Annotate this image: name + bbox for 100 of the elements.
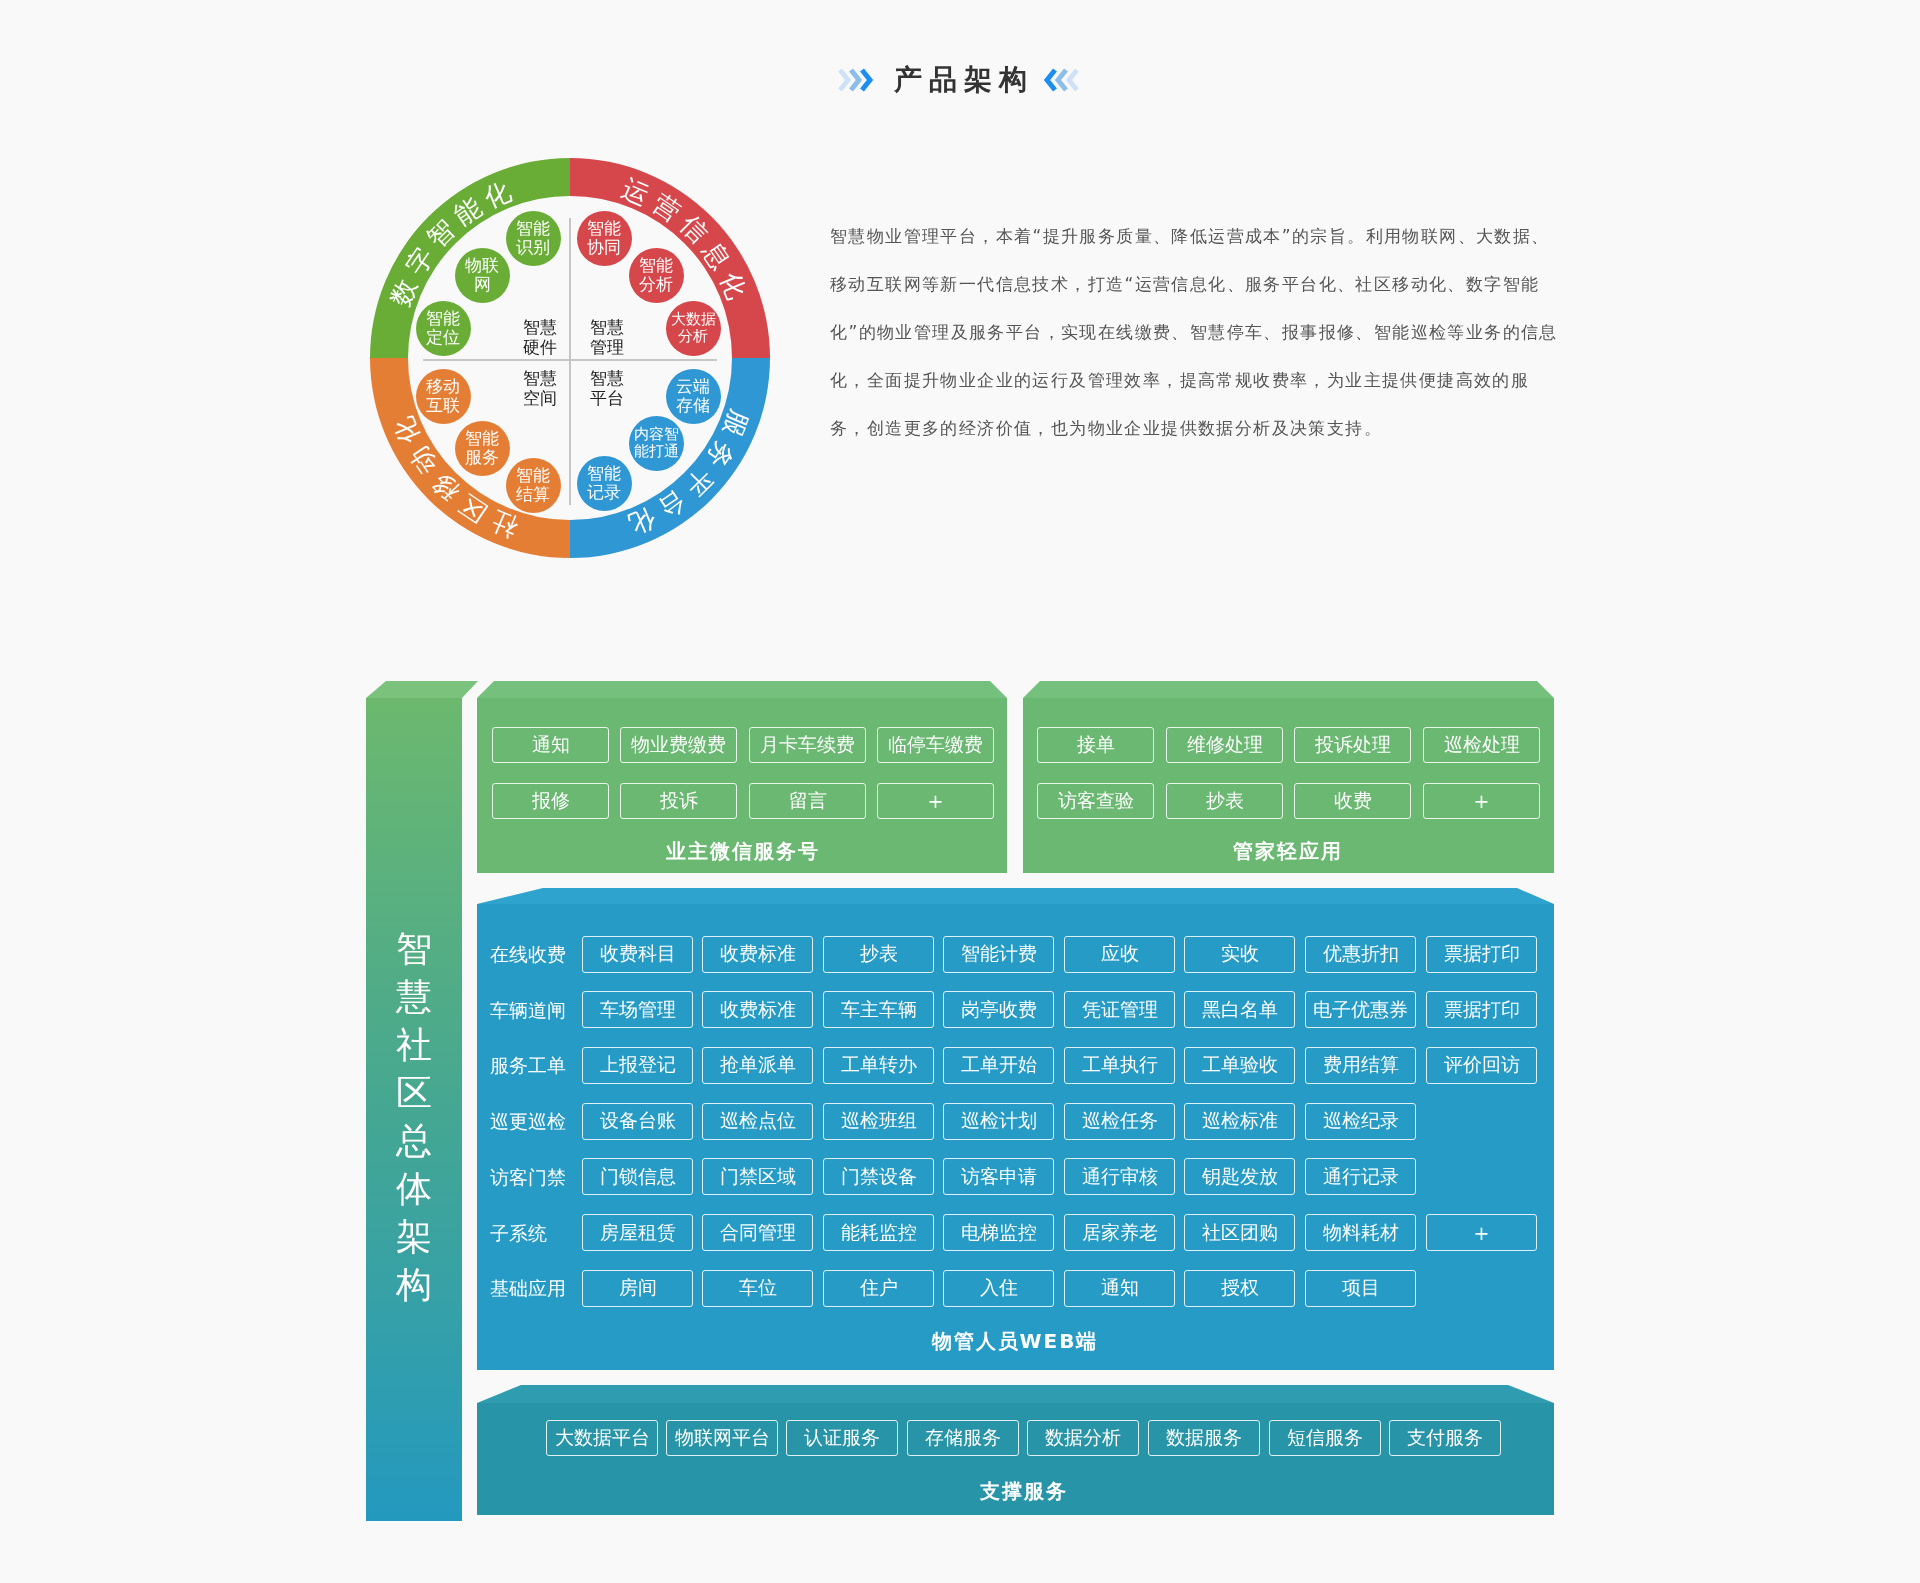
feature-tag: 票据打印 [1426,991,1537,1029]
feature-tag: 存储服务 [907,1420,1019,1456]
feature-tag: 票据打印 [1426,935,1537,973]
feature-tag: 工单执行 [1064,1046,1175,1084]
row-label: 访客门禁 [490,1164,566,1189]
feature-tag: 工单验收 [1184,1046,1295,1084]
feature-circle: 物联网 [454,247,510,303]
feature-tag: 入住 [943,1269,1054,1307]
feature-tag: 上报登记 [582,1046,693,1084]
feature-circle: 内容智能打通 [628,415,684,471]
feature-tag: 合同管理 [702,1214,813,1251]
feature-tag: 巡检计划 [943,1102,1054,1140]
feature-tag: 投诉处理 [1294,727,1411,763]
feature-tag: 车主车辆 [823,991,934,1029]
feature-tag: + [1423,783,1540,819]
feature-tag: 授权 [1184,1269,1295,1307]
intro-paragraph: 智慧物业管理平台，本着“提升服务质量、降低运营成本”的宗旨。利用物联网、大数据、移动互联网等新一代信息技术，打造“运营信息化、服务平台化、社区移动化、数字智能化”的物业管理及服务平台，实现在线缴费、智慧停车、报事报修、智能巡检等业务的信息化，全面提升物业企业的运行及管理效率，提高常规收费率，为业主提供便捷高效的服务，创造更多的经济价值，也为物业企业提供数据分析及决策支持。 [830,225,1559,440]
feature-tag: 设备台账 [582,1102,693,1140]
feature-tag: 实收 [1184,935,1295,973]
feature-tag: 巡检处理 [1423,727,1540,763]
feature-tag: 门禁设备 [823,1158,934,1196]
feature-tag: 门锁信息 [582,1158,693,1196]
feature-tag: 投诉 [620,783,737,819]
feature-tag: 维修处理 [1166,727,1283,763]
vertical-title: 智慧社区总体架构 [395,927,433,1307]
feature-tag: 巡检班组 [823,1102,934,1140]
feature-tag: 凭证管理 [1064,991,1175,1029]
feature-circle: 智能记录 [576,455,632,511]
feature-tag: 工单开始 [943,1046,1054,1084]
feature-tag: 通知 [492,727,609,763]
feature-tag: 住户 [823,1269,934,1307]
panel-title: 业主微信服务号 [666,838,820,864]
feature-tag: 钥匙发放 [1184,1158,1295,1196]
feature-tag: 抄表 [823,935,934,973]
feature-circle: 智能定位 [415,300,471,356]
feature-tag: 岗亭收费 [943,991,1054,1029]
feature-tag: 报修 [492,783,609,819]
quadrant-label: 智慧空间 [522,368,558,408]
feature-tag: 智能计费 [943,935,1054,973]
feature-circle: 智能服务 [454,420,510,476]
row-label: 在线收费 [490,942,566,966]
feature-tag: 物联网平台 [666,1420,778,1456]
feature-tag: 费用结算 [1305,1046,1416,1084]
page-title: 产品架构 [892,62,1034,98]
feature-circle: 智能分析 [628,247,684,303]
feature-tag: 留言 [749,783,866,819]
feature-tag: 能耗监控 [823,1214,934,1251]
feature-tag: 电梯监控 [943,1214,1054,1251]
quadrant-label: 智慧平台 [589,368,625,408]
feature-tag: 访客申请 [943,1158,1054,1196]
feature-tag: 抢单派单 [702,1046,813,1084]
feature-tag: 月卡车续费 [749,727,866,763]
row-label: 基础应用 [490,1276,566,1301]
feature-tag: 接单 [1037,727,1154,763]
feature-tag: 短信服务 [1269,1420,1381,1456]
feature-tag: 车位 [702,1269,813,1307]
feature-tag: 房屋租赁 [582,1214,693,1251]
feature-tag: + [1426,1214,1537,1251]
feature-tag: 车场管理 [582,991,693,1029]
row-label: 子系统 [490,1220,547,1245]
feature-tag: 数据服务 [1148,1420,1260,1456]
feature-tag: 房间 [582,1269,693,1307]
feature-tag: 通行审核 [1064,1158,1175,1196]
feature-tag: 应收 [1064,935,1175,973]
feature-tag: 巡检点位 [702,1102,813,1140]
feature-tag: 巡检标准 [1184,1102,1295,1140]
feature-tag: 项目 [1305,1269,1416,1307]
feature-tag: 数据分析 [1027,1420,1139,1456]
quadrant-label: 智慧硬件 [522,317,558,357]
feature-tag: 收费科目 [582,935,693,973]
feature-tag: 访客查验 [1037,783,1154,819]
feature-tag: 巡检任务 [1064,1102,1175,1140]
feature-tag: 临停车缴费 [877,727,994,763]
panel-title: 管家轻应用 [1233,838,1343,864]
feature-tag: 通知 [1064,1269,1175,1307]
feature-tag: 收费 [1294,783,1411,819]
feature-tag: 大数据平台 [546,1420,658,1456]
feature-tag: 工单转办 [823,1046,934,1084]
feature-tag: 抄表 [1166,783,1283,819]
feature-tag: 巡检纪录 [1305,1102,1416,1140]
feature-tag: 门禁区域 [702,1158,813,1196]
feature-tag: + [877,783,994,819]
feature-tag: 收费标准 [702,991,813,1029]
feature-tag: 通行记录 [1305,1158,1416,1196]
feature-tag: 物业费缴费 [620,727,737,763]
feature-tag: 社区团购 [1184,1214,1295,1251]
feature-tag: 支付服务 [1389,1420,1501,1456]
feature-circle: 大数据分析 [665,300,721,356]
feature-tag: 物料耗材 [1305,1214,1416,1251]
quadrant-label: 智慧管理 [589,317,625,357]
feature-tag: 优惠折扣 [1305,935,1416,973]
row-label: 服务工单 [490,1053,566,1078]
panel-title: 支撑服务 [980,1478,1068,1504]
panel-title: 物管人员WEB端 [931,1328,1099,1354]
row-label: 巡更巡检 [490,1109,566,1134]
feature-tag: 居家养老 [1064,1214,1175,1251]
feature-tag: 收费标准 [702,935,813,973]
row-label: 车辆道闸 [490,997,566,1022]
feature-tag: 认证服务 [786,1420,898,1456]
feature-tag: 黑白名单 [1184,991,1295,1029]
